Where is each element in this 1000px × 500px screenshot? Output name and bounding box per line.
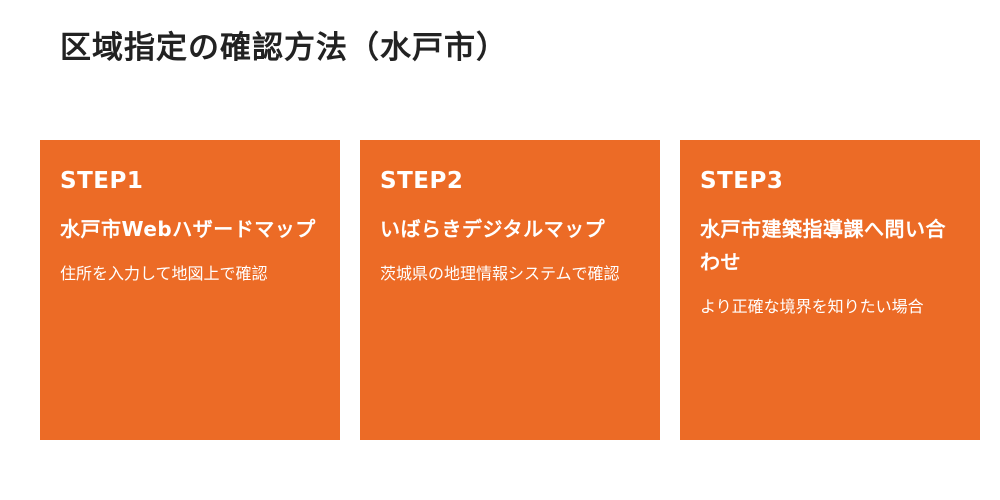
step-description: 茨城県の地理情報システムで確認 xyxy=(380,264,620,283)
step-description: 住所を入力して地図上で確認 xyxy=(60,264,268,283)
step-card-1: STEP1 水戸市Webハザードマップ 住所を入力して地図上で確認 xyxy=(40,140,340,440)
page-title: 区域指定の確認方法（水戸市） xyxy=(60,30,508,66)
step-title: 水戸市建築指導課へ問い合わせ xyxy=(700,217,946,274)
step-title: 水戸市Webハザードマップ xyxy=(60,217,316,241)
step-description: より正確な境界を知りたい場合 xyxy=(700,297,924,316)
step-card-2: STEP2 いばらきデジタルマップ 茨城県の地理情報システムで確認 xyxy=(360,140,660,440)
step-label: STEP3 xyxy=(700,168,784,194)
step-label: STEP1 xyxy=(60,168,144,194)
step-card-3: STEP3 水戸市建築指導課へ問い合わせ より正確な境界を知りたい場合 xyxy=(680,140,980,440)
step-title: いばらきデジタルマップ xyxy=(380,217,606,241)
step-label: STEP2 xyxy=(380,168,464,194)
steps-container: STEP1 水戸市Webハザードマップ 住所を入力して地図上で確認 STEP2 … xyxy=(40,140,980,440)
